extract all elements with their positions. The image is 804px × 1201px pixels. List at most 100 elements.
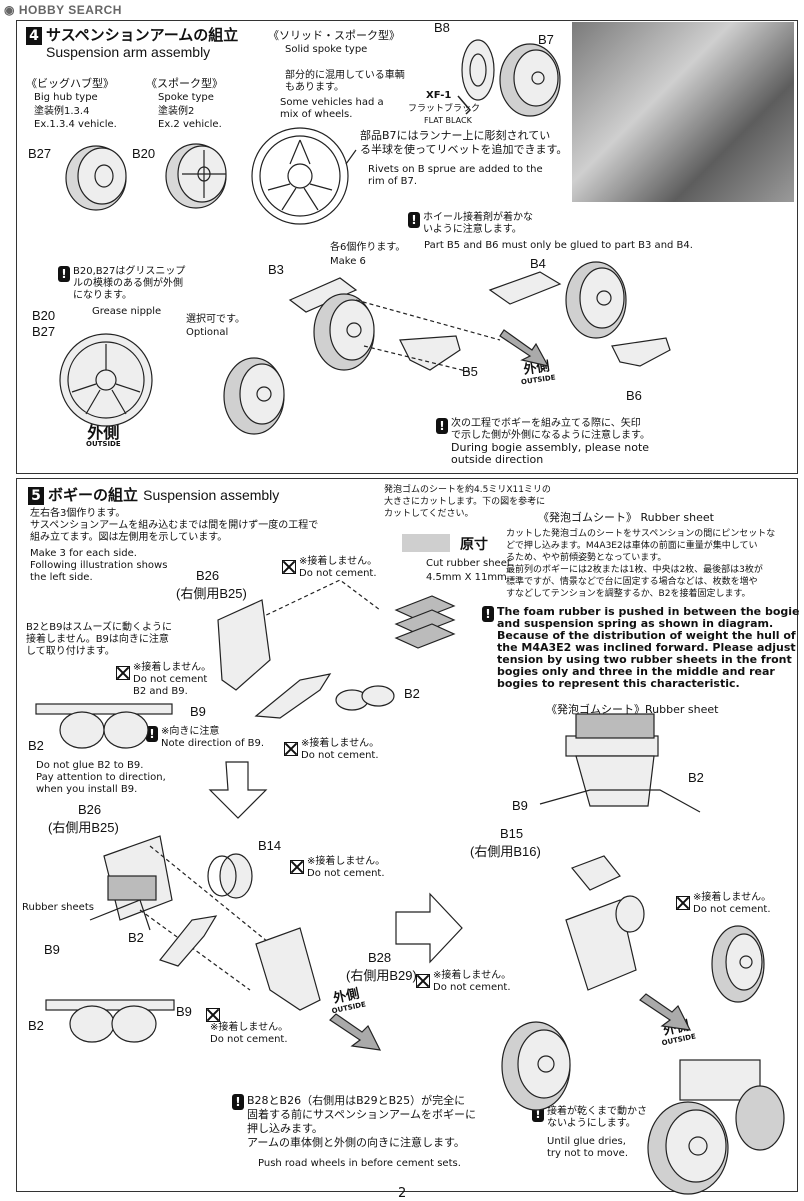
nocement-jp: ※接着しません。 [433, 970, 512, 981]
no-cement-note-5: ※接着しません。 Do not cement. [676, 892, 771, 916]
foam-jp1: カットした発泡ゴムのシートをサスペンションの間にピンセットな [506, 529, 776, 539]
dry-en1: Until glue dries, [547, 1136, 626, 1147]
foam-jp3: るため、やや前傾姿勢となっています。 [506, 553, 667, 563]
rivet-jp1: 部品B7にはランナー上に彫刻されてい [360, 129, 551, 142]
foam-jp6: すなどしてテンションを調整するか、B2を接着固定します。 [506, 589, 751, 599]
smooth-jp3: して取り付けます。 [26, 646, 115, 657]
bighub-ex-en: Ex.1.3.4 vehicle. [34, 119, 117, 130]
bogie-jp2: で示した側が外側になるように注意します。 [451, 430, 650, 441]
push-en: Push road wheels in before cement sets. [258, 1158, 461, 1169]
cut-jp3: カットしてください。 [384, 509, 474, 519]
part-b7: B7 [538, 32, 554, 47]
spoke-en: Spoke type [158, 92, 214, 103]
part-b5: B5 [462, 364, 478, 379]
foam-note: ! The foam rubber is pushed in between t… [482, 606, 799, 690]
foam-en7: bogies to represent this characteristic. [497, 677, 740, 690]
foam-jp2: どで押し込みます。M4A3E2は車体の前面に重量が集中してい [506, 541, 758, 551]
outside-en: OUTSIDE [86, 440, 121, 448]
part-b3: B3 [268, 262, 284, 277]
paint-en: FLAT BLACK [424, 116, 472, 125]
optional-en: Optional [186, 327, 229, 338]
foam-en4: the M4A3E2 was inclined forward. Please … [497, 641, 796, 654]
no-cement-icon [290, 859, 304, 874]
push-jp4: アームの車体側と外側の向きに注意します。 [247, 1136, 465, 1149]
smooth-jp2: 接着しません。B9は向きに注意 [26, 634, 169, 645]
nocement-jp: ※接着しません。 [301, 738, 380, 749]
grease-en: Grease nipple [92, 306, 162, 317]
glue-jp1: ホイール接着剤が着かな [423, 212, 533, 223]
part-b26: B26 [196, 568, 220, 583]
part-b4: B4 [530, 256, 546, 271]
intro-en2: Following illustration shows [30, 560, 168, 571]
spoke-ex-jp: 塗装例2 [158, 106, 195, 117]
reference-photo [572, 22, 794, 202]
glue-note: ! ホイール接着剤が着かな いように注意します。 [408, 212, 533, 236]
rivet-en2: rim of B7. [368, 176, 418, 187]
part-b27: B27 [28, 146, 52, 161]
no-cement-icon [116, 665, 130, 680]
rivet-jp2: る半球を使ってリベットを追加できます。 [360, 143, 568, 156]
cut-jp2: 大きさにカットします。下の図を参考に [384, 497, 546, 507]
rubber-sheets-label: Rubber sheets [22, 902, 94, 913]
nocement-jp: ※接着しません。 [307, 856, 386, 867]
nocement-jp-7: ※接着しません。 [210, 1022, 289, 1033]
outside-jp: 外側 [87, 423, 120, 442]
bogie-en2: outside direction [451, 453, 544, 466]
cut-en: Cut rubber sheet. [426, 558, 514, 569]
mixed-jp2: もあります。 [285, 82, 344, 93]
no-cement-note-3: ※接着しません。 Do not cement. [284, 738, 379, 762]
step4-frame [16, 20, 798, 474]
part-b26-2: B26 [78, 802, 102, 817]
part-b26-right: (右側用B25) [176, 586, 247, 601]
bogie-jp1: 次の工程でボギーを組み立てる際に、矢印 [451, 418, 641, 429]
intro-en3: the left side. [30, 572, 93, 583]
rivet-en1: Rivets on B sprue are added to the [368, 164, 543, 175]
make6-jp: 各6個作ります。 [330, 242, 406, 253]
make6-en: Make 6 [330, 256, 366, 267]
nocement-jp: ※接着しません。 [133, 662, 212, 673]
warning-icon: ! [482, 606, 494, 622]
part-b15: B15 [500, 826, 524, 841]
rubber-sample [402, 534, 450, 552]
noglue-en3: when you install B9. [36, 784, 138, 795]
solid-type-en: Solid spoke type [285, 44, 368, 55]
part-b20-grease: B20 [32, 308, 56, 323]
step-number: 4 [26, 27, 42, 45]
spoke-ex-en: Ex.2 vehicle. [158, 119, 222, 130]
mixed-en2: mix of wheels. [280, 109, 353, 120]
noglue-en2: Pay attention to direction, [36, 772, 166, 783]
push-note: ! B28とB26（右側用はB29とB25）が完全に 固着する前にサスペンション… [232, 1094, 476, 1150]
page-number: 2 [398, 1186, 407, 1201]
part-b2-e: B2 [28, 1018, 44, 1033]
bighub-jp: 《ビッグハブ型》 [26, 77, 114, 90]
intro-jp1: 左右各3個作ります。 [30, 508, 126, 519]
solid-type-jp: 《ソリッド・スポーク型》 [268, 29, 400, 42]
part-b9-b: B9 [512, 798, 528, 813]
optional-jp: 選択可です。 [186, 314, 245, 325]
rubber2-label: 《発泡ゴムシート》Rubber sheet [546, 704, 718, 716]
part-b6: B6 [626, 388, 642, 403]
step4-title-en: Suspension arm assembly [46, 44, 211, 60]
dry-jp1: 接着が乾くまで動かさ [547, 1106, 647, 1117]
rubber-jp-text: 《発泡ゴムシート》 [538, 511, 637, 524]
bighub-en: Big hub type [34, 92, 98, 103]
intro-jp3: 組み立てます。図は左側用を示しています。 [30, 532, 228, 543]
nocement2-en: Do not cement [133, 674, 208, 685]
foam-jp4: 最前列のボギーには2枚または1枚、中央は2枚、最後部は3枚が [506, 565, 763, 575]
rubber-en-text: Rubber sheet [640, 511, 714, 524]
bighub-ex-jp: 塗装例1.3.4 [34, 106, 90, 117]
foam-en5: tension by using two rubber sheets in th… [497, 653, 792, 666]
grease-jp1: B20,B27はグリスニップ [73, 266, 186, 277]
note-dir-jp: ※向きに注意 [161, 726, 220, 737]
no-cement-note-1: ※接着しません。 Do not cement. [282, 556, 377, 580]
part-b9-a: B9 [190, 704, 206, 719]
bogie-en1: During bogie assembly, please note [451, 441, 650, 454]
part-b8: B8 [434, 20, 450, 35]
warning-icon: ! [436, 418, 448, 434]
part-b27-grease: B27 [32, 324, 56, 339]
part-b28-right: (右側用B29) [346, 968, 417, 983]
part-b28: B28 [368, 950, 392, 965]
logo-text: HOBBY SEARCH [18, 3, 122, 17]
